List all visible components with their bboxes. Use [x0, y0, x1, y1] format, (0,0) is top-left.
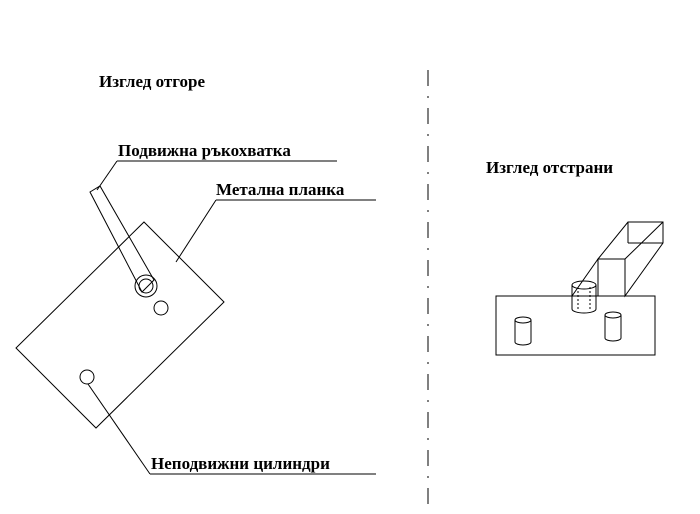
movable-handle-top — [89, 185, 155, 293]
plate-leader — [175, 199, 217, 263]
cylinders-label: Неподвижни цилиндри — [151, 454, 330, 473]
handle-arm-edge — [624, 221, 664, 260]
side-view-drawing — [495, 221, 664, 356]
handle-label: Подвижна ръкохватка — [118, 141, 291, 160]
fixed-cylinder-side-1-bottom — [514, 341, 532, 346]
fixed-cylinder-side-2-top — [604, 311, 622, 319]
handle-ring-side-top — [571, 280, 597, 290]
metal-plate-side — [495, 295, 656, 356]
handle-ring-outer — [134, 274, 158, 298]
top-view-drawing — [15, 185, 225, 429]
side-view-label: Изглед отстрани — [486, 158, 614, 177]
handle-ring-side-bottom — [571, 308, 597, 314]
fixed-cylinder-top-2 — [79, 369, 95, 385]
handle-ring-inner — [138, 278, 154, 294]
fixed-cylinder-side-1-top — [514, 316, 532, 324]
cylinder-leader — [87, 383, 151, 475]
top-view-label: Изглед отгоре — [99, 72, 206, 91]
plate-label: Метална планка — [216, 180, 345, 199]
leader-lines — [87, 160, 376, 475]
metal-plate-top — [15, 221, 225, 429]
handle-leader — [96, 160, 118, 191]
fixed-cylinder-top-1 — [153, 300, 169, 316]
handle-arm-side — [596, 221, 664, 298]
fixed-cylinder-side-2-bottom — [604, 337, 622, 342]
